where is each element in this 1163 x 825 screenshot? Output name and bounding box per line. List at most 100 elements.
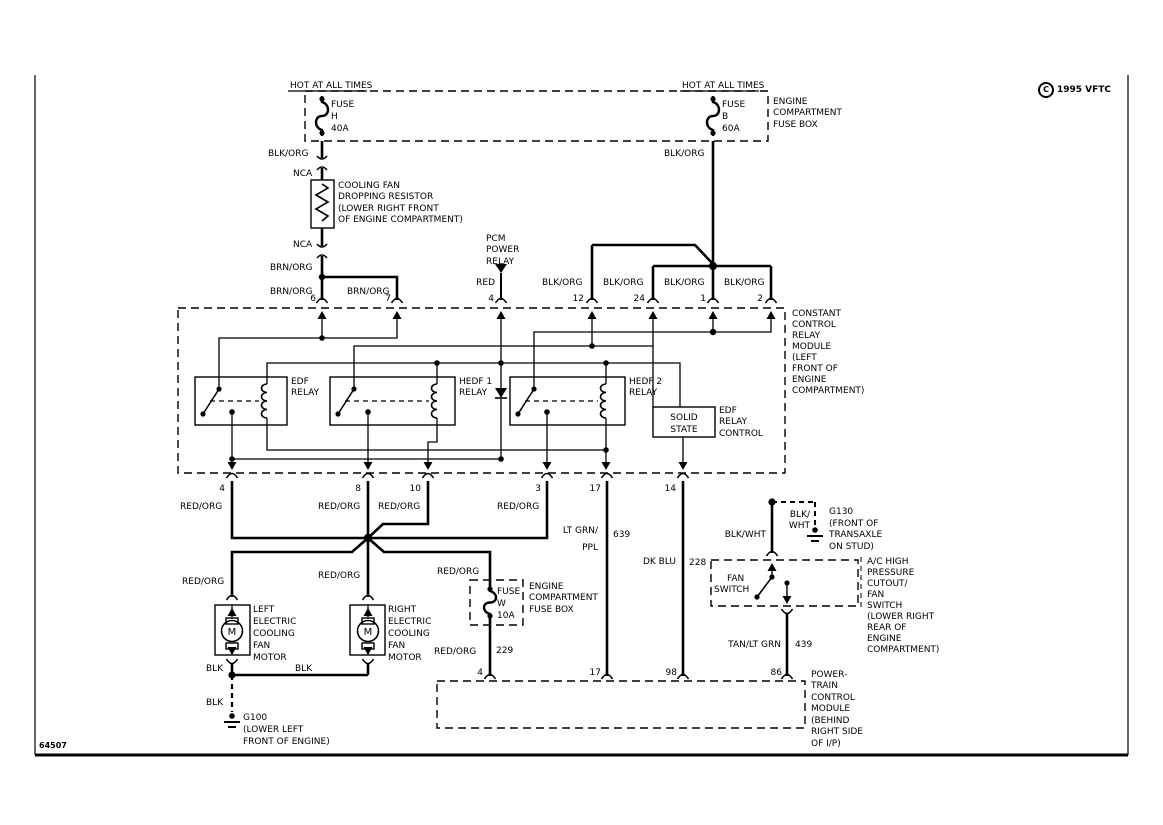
- fuse-h-label-2: H: [331, 112, 338, 122]
- junction-coilbottom-b17: [603, 447, 609, 453]
- wire-redorg-2: RED/ORG: [318, 502, 360, 512]
- junction-p12: [589, 343, 595, 349]
- connector-ccrm-p6: [315, 297, 329, 304]
- ccrm-arrow-p6: [317, 311, 327, 319]
- wire-redorg-3: RED/ORG: [378, 502, 420, 512]
- g130-label-2: (FRONT OF: [829, 519, 878, 529]
- right-motor-label-3: COOLING: [388, 629, 430, 639]
- pcm-power-relay-1: PCM: [486, 234, 505, 244]
- connector-pcm-86: [780, 673, 794, 680]
- fusebox-w-label-3: FUSE BOX: [529, 605, 574, 615]
- wire-redorg-1: RED/ORG: [180, 502, 222, 512]
- pcm-pin-17: 17: [590, 668, 601, 678]
- hedf1-relay-box: [329, 376, 456, 426]
- wire-redorg-5: RED/ORG: [182, 577, 224, 587]
- hedf1-relay-label-2: RELAY: [459, 388, 488, 398]
- fusebox-top-label-1: ENGINE: [773, 97, 808, 107]
- ccrm-arrow-p7: [392, 311, 402, 319]
- connector-ccrm-p4: [494, 297, 508, 304]
- junction-blk: [228, 671, 236, 679]
- edf-relay-control-1: EDF: [719, 406, 737, 416]
- edf-contact-pivot: [200, 411, 206, 417]
- junction-edf-out: [229, 409, 235, 415]
- ccrm-pin-b17: 17: [590, 484, 601, 494]
- solid-state-label-2: STATE: [670, 425, 697, 435]
- hedf2-relay-label-1: HEDF 2: [629, 377, 662, 387]
- ac-cutout-label-5: SWITCH: [867, 601, 902, 611]
- wire-dkblu: DK BLU: [643, 557, 676, 567]
- right-motor-circle: [356, 619, 380, 643]
- pcm-box: [436, 680, 806, 729]
- connector-right-motor-bottom: [361, 658, 375, 665]
- ccrm-int-p12-bus: [353, 345, 654, 407]
- fan-switch-lever: [756, 576, 773, 598]
- hedf1-relay-coil: [430, 383, 438, 419]
- wire-tanltgrn: TAN/LT GRN: [727, 640, 781, 650]
- connector-ccrm-p7: [390, 297, 404, 304]
- ac-cutout-label-7: REAR OF: [867, 623, 906, 633]
- junction-coilbus-p4: [498, 360, 504, 366]
- ccrm-arrow-p4: [496, 311, 506, 319]
- wire-blkorg-p12: BLK/ORG: [542, 278, 582, 288]
- wire-ltgrn-ppl-1: LT GRN/: [563, 526, 599, 536]
- inline-connector-nca-top: [316, 155, 328, 160]
- right-motor-label-5: MOTOR: [388, 653, 422, 663]
- fan-switch-label-2: SWITCH: [714, 585, 749, 595]
- copyright-notice: C 1995 VFTC: [1038, 82, 1111, 98]
- pcm-pin-4: 4: [477, 668, 483, 678]
- ccrm-pin-4-top: 4: [488, 294, 494, 304]
- wire-blk-2: BLK: [295, 664, 313, 674]
- junction-diode-b4: [229, 456, 235, 462]
- junction-blkwht: [768, 498, 776, 506]
- fan-switch-label-1: FAN: [727, 574, 744, 584]
- ccrm-arrow-b17: [601, 462, 611, 470]
- ccrm-label-5: (LEFT: [792, 353, 817, 363]
- g130-label-1: G130: [829, 507, 853, 517]
- pcm-label-5: (BEHIND: [811, 716, 850, 726]
- ccrm-pin-2: 2: [757, 294, 763, 304]
- fan-switch-box: [710, 559, 859, 607]
- ccrm-pin-12: 12: [573, 294, 584, 304]
- fuse-w-label-1: FUSE: [497, 587, 520, 597]
- inline-connector-nca-bottom: [316, 243, 328, 248]
- hedf1-relay-label-1: HEDF 1: [459, 377, 492, 387]
- right-motor-label-4: FAN: [388, 641, 405, 651]
- right-motor-arrow-bottom: [363, 647, 373, 655]
- resistor-label-1: COOLING FAN: [338, 181, 400, 191]
- fuse-w-label-2: W: [497, 599, 506, 609]
- resistor-label-4: OF ENGINE COMPARTMENT): [338, 215, 463, 225]
- connector-ccrm-b8: [361, 472, 375, 479]
- left-motor-arrow-bottom: [227, 647, 237, 655]
- fan-switch-arrow-in: [767, 563, 777, 571]
- ccrm-pin-b3: 3: [535, 484, 541, 494]
- pcm-label-2: TRAIN: [810, 681, 838, 691]
- wire-redorg-b10: [367, 481, 430, 539]
- junction-redorg-star: [363, 533, 373, 543]
- ac-cutout-label-8: ENGINE: [867, 634, 902, 644]
- motor-m-right: M: [364, 627, 373, 638]
- connector-right-motor-top: [361, 594, 375, 601]
- hedf2-relay-coil: [599, 383, 607, 419]
- left-motor-label-2: ELECTRIC: [253, 617, 296, 627]
- fan-switch-contact-out: [784, 580, 790, 586]
- wire-brnorg-1: BRN/ORG: [270, 263, 313, 273]
- junction-hedf2-out: [544, 409, 550, 415]
- left-motor-circle: [220, 619, 244, 643]
- pcm-pin-86: 86: [771, 668, 783, 678]
- ccrm-arrow-b3: [542, 462, 552, 470]
- hot-at-all-times-right: HOT AT ALL TIMES: [682, 81, 765, 91]
- left-motor-label-3: COOLING: [253, 629, 295, 639]
- hedf1-contact-pivot: [335, 411, 341, 417]
- ccrm-int-coilbottom-bus: [266, 418, 606, 451]
- ccrm-pin-1: 1: [700, 294, 706, 304]
- edf-contact-fixed: [216, 386, 222, 392]
- ccrm-int-p6p7-bus: [218, 319, 398, 389]
- ccrm-pin-6: 6: [310, 294, 316, 304]
- connector-fan-switch-top: [765, 550, 779, 557]
- junction-hedf1-out: [365, 409, 371, 415]
- ccrm-label-8: COMPARTMENT): [792, 386, 864, 396]
- ccrm-pin-b14: 14: [665, 484, 677, 494]
- hedf1-contact-fixed: [351, 386, 357, 392]
- fan-switch-contact-lever: [754, 594, 760, 600]
